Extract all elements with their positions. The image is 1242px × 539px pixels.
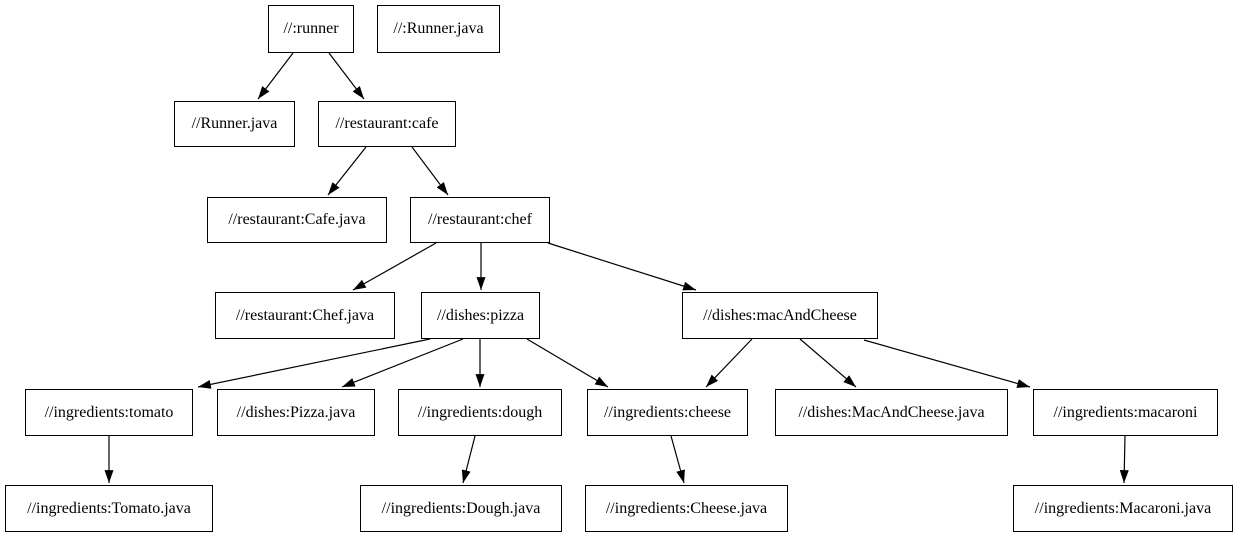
graph-node-label: //restaurant:Cafe.java [228, 211, 366, 228]
graph-edge-mac-and-cheese-to-macaroni [863, 339, 1031, 388]
graph-node-label: //ingredients:Cheese.java [605, 499, 768, 517]
graph-node-label: //ingredients:macaroni [1053, 403, 1198, 421]
graph-node-cafe-java: //restaurant:Cafe.java [207, 197, 387, 243]
graph-edge-mac-and-cheese-to-mac-and-cheese-java [799, 338, 857, 388]
graph-node-macaroni: //ingredients:macaroni [1033, 389, 1218, 436]
graph-edge-macaroni-to-macaroni-java [1119, 435, 1129, 484]
graph-node-mac-and-cheese: //dishes:macAndCheese [682, 292, 878, 339]
graph-node-label: //dishes:MacAndCheese.java [798, 403, 985, 421]
graph-node-label: //restaurant:chef [428, 211, 532, 228]
graph-node-mac-and-cheese-java: //dishes:MacAndCheese.java [775, 389, 1008, 436]
graph-node-label: //ingredients:tomato [44, 403, 174, 421]
graph-edge-cafe-to-chef [411, 146, 449, 196]
graph-node-label: //Runner.java [191, 115, 278, 132]
graph-node-dough-java: //ingredients:Dough.java [360, 485, 562, 532]
graph-node-cheese: //ingredients:cheese [587, 389, 748, 436]
graph-node-runner-java-src: //:Runner.java [377, 5, 500, 53]
graph-node-pizza: //dishes:pizza [421, 292, 540, 339]
graph-node-tomato: //ingredients:tomato [25, 389, 193, 436]
graph-node-label: //restaurant:Chef.java [235, 306, 375, 324]
graph-node-label: //dishes:Pizza.java [236, 403, 356, 421]
graph-node-label: //ingredients:Dough.java [381, 499, 541, 517]
graph-node-label: //dishes:pizza [436, 306, 525, 324]
graph-edge-cafe-to-cafe-java [327, 146, 367, 196]
graph-node-pizza-java: //dishes:Pizza.java [217, 389, 375, 436]
graph-node-label: //ingredients:cheese [603, 403, 732, 421]
graph-node-label: //ingredients:Macaroni.java [1034, 499, 1212, 517]
graph-node-runner: //:runner [268, 5, 354, 53]
graph-node-tomato-java: //ingredients:Tomato.java [5, 485, 213, 532]
graph-node-chef: //restaurant:chef [410, 197, 550, 243]
graph-node-label: //:runner [283, 20, 339, 37]
graph-edge-pizza-to-tomato [197, 338, 431, 389]
graph-edge-dough-to-dough-java [461, 435, 476, 484]
graph-node-label: //ingredients:Tomato.java [27, 499, 191, 517]
graph-edge-runner-to-runner-java [257, 52, 294, 100]
graph-node-label: //ingredients:dough [417, 403, 543, 421]
graph-node-chef-java: //restaurant:Chef.java [215, 292, 395, 339]
graph-node-macaroni-java: //ingredients:Macaroni.java [1013, 485, 1233, 532]
graph-node-label: //dishes:macAndCheese [703, 306, 857, 324]
graph-edge-chef-to-mac-and-cheese [547, 242, 697, 291]
graph-node-cheese-java: //ingredients:Cheese.java [585, 485, 788, 532]
graph-node-label: //:Runner.java [393, 20, 484, 37]
graph-edge-mac-and-cheese-to-cheese [705, 338, 753, 388]
graph-edge-chef-to-chef-java [352, 242, 437, 291]
graph-node-cafe: //restaurant:cafe [318, 101, 456, 147]
graph-node-label: //restaurant:cafe [335, 115, 439, 132]
graph-edge-pizza-to-cheese [526, 338, 609, 388]
graph-edge-runner-to-cafe [328, 52, 365, 100]
graph-edges [104, 52, 1129, 484]
graph-edge-cheese-to-cheese-java [670, 435, 685, 484]
graph-node-dough: //ingredients:dough [398, 389, 562, 436]
graph-edge-pizza-to-pizza-java [341, 338, 464, 388]
graph-node-runner-java: //Runner.java [174, 101, 295, 147]
